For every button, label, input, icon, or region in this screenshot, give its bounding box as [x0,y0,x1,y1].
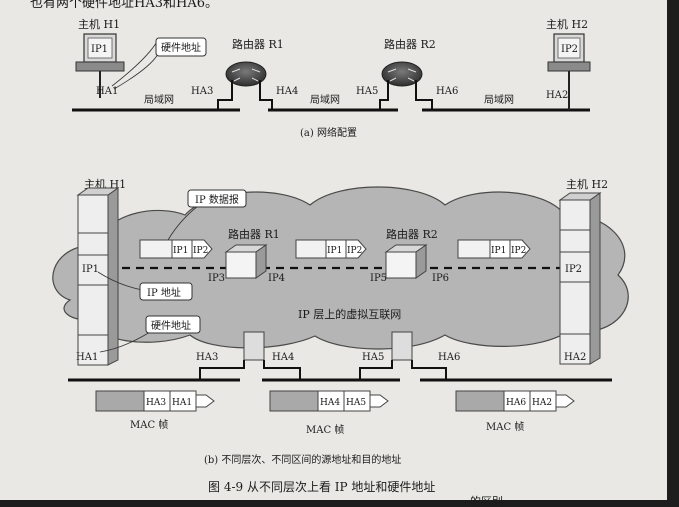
mac-frame-label: MAC 帧 [306,423,344,436]
ip-src-label: IP1 [491,246,506,256]
fig-a-lan-right: 局域网 [484,93,514,106]
bottom-text-fragment: 的区别 [470,494,503,507]
ip-src-label: IP1 [173,246,188,256]
figure-caption: 图 4-9 从不同层次上看 IP 地址和硬件地址 [208,480,435,494]
mac-frame-label: MAC 帧 [130,418,168,431]
ip-address-callout-text: IP 地址 [147,286,181,299]
ip-dst-label: IP2 [511,246,526,256]
fig-b-ha1: HA1 [76,352,98,363]
fig-b-ip5: IP5 [370,273,387,284]
mac-frame: HA4 HA5 [269,390,389,412]
photo-border [667,0,679,507]
fig-b-caption: (b) 不同层次、不同区间的源地址和目的地址 [204,453,401,466]
fig-b-host2-label: 主机 H2 [566,177,608,191]
fig-a-lan-left: 局域网 [144,93,174,106]
mac-frame: HA3 HA1 [95,390,215,412]
fig-b-ha4: HA4 [272,352,294,363]
ip-datagram-callout: IP 数据报 [167,189,247,241]
router-icon [379,61,433,110]
hw-address-callout-text: 硬件地址 [151,319,191,332]
mac-frame-label: MAC 帧 [486,420,524,433]
ip-dst-label: IP2 [193,246,208,256]
photo-border [0,500,679,507]
fig-a-ip1-label: IP1 [91,44,108,55]
router1-link-pillar [243,331,265,361]
fig-b-ha5: HA5 [362,352,384,363]
fig-b-ip3: IP3 [208,273,225,284]
frame-dst-ha: HA3 [146,398,166,408]
ip-datagram: IP1 IP2 [457,239,531,259]
ip-dst-label: IP2 [347,246,362,256]
router-icon [217,61,273,110]
fig-b-ip6: IP6 [432,273,449,284]
ip-datagram: IP1 IP2 [295,239,367,259]
fig-b-ip1: IP1 [82,264,99,275]
fig-b-ha2: HA2 [564,352,586,363]
fig-a-ha2: HA2 [546,90,568,101]
ip-datagram-callout-text: IP 数据报 [195,193,239,206]
fig-b-router1-label: 路由器 R1 [228,227,280,241]
fig-b-ha6: HA6 [438,352,460,363]
router2-box [384,244,428,279]
fig-a-ha5: HA5 [356,86,378,97]
router1-box [224,244,268,279]
fig-a-router2-label: 路由器 R2 [384,37,436,51]
frame-src-ha: HA1 [172,398,192,408]
fig-a-ha1: HA1 [96,86,118,97]
fig-b-ip4: IP4 [268,273,285,284]
ip-src-label: IP1 [327,246,342,256]
top-text-fragment: 也有两个硬件地址HA3和HA6。 [30,0,218,11]
fig-a-ha4: HA4 [276,86,298,97]
computer-icon [75,33,125,98]
fig-a-router1-label: 路由器 R1 [232,37,284,51]
fig-a-caption: (a) 网络配置 [300,126,357,139]
fig-a-hw-address-callout: 硬件地址 [111,37,207,90]
router2-link-pillar [391,331,413,361]
fig-a-ha6: HA6 [436,86,458,97]
frame-dst-ha: HA6 [506,398,526,408]
frame-src-ha: HA5 [346,398,366,408]
virtual-internet-cloud [52,186,629,350]
fig-a-ha3: HA3 [191,86,213,97]
fig-b-layered-view: 主机 H1 IP1 HA1 IP 地址 硬件地址 IP 数据 [52,177,629,466]
host2-protocol-stack [558,192,602,365]
fig-a-hw-callout-text: 硬件地址 [161,41,201,54]
fig-a-host1-label: 主机 H1 [78,17,120,31]
fig-b-ha3: HA3 [196,352,218,363]
mac-frame: HA6 HA2 [455,390,575,412]
fig-a-ip2-label: IP2 [561,44,578,55]
hw-address-callout: 硬件地址 [99,315,201,353]
frame-dst-ha: HA4 [320,398,340,408]
virtual-internet-label: IP 层上的虚拟互联网 [298,307,401,321]
fig-a-lan-middle: 局域网 [310,93,340,106]
ip-datagram: IP1 IP2 [139,239,213,259]
frame-src-ha: HA2 [532,398,552,408]
fig-b-ip2: IP2 [565,264,582,275]
ip-address-callout: IP 地址 [97,271,193,301]
host1-protocol-stack [76,187,120,366]
fig-b-router2-label: 路由器 R2 [386,227,438,241]
computer-icon [547,33,591,110]
fig-a-host2-label: 主机 H2 [546,17,588,31]
fig-a-network-configuration: 主机 H1 IP1 硬件地址 HA1 HA3 局域网 路由器 R1 [72,17,591,139]
